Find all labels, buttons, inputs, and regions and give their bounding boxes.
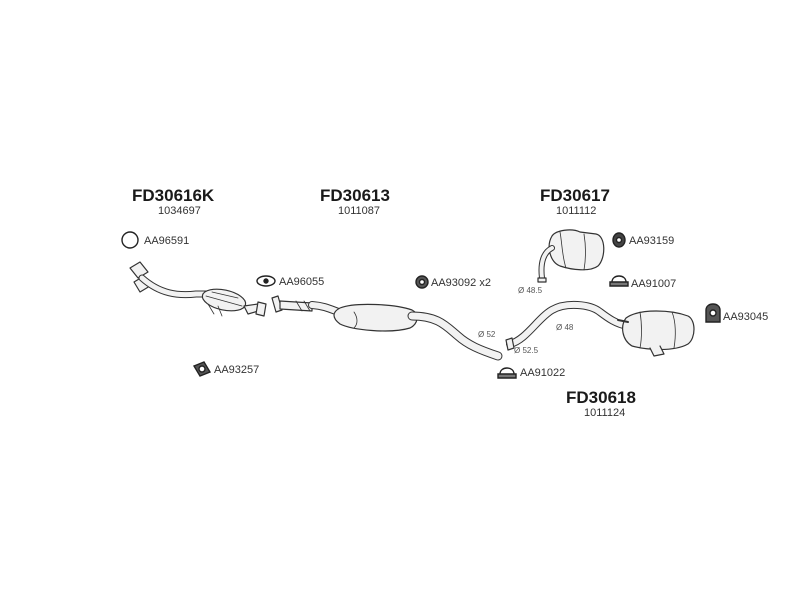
part-label: AA93159 [629, 235, 675, 247]
diameter-label: Ø 48 [556, 323, 574, 332]
flange-gasket-icon [256, 275, 276, 287]
assembly-number-centre-muffler: 1011112 [556, 205, 597, 217]
rubber-hanger-icon [415, 275, 429, 289]
part-label: AA93092 x2 [431, 277, 491, 289]
part-label: AA93257 [214, 364, 260, 376]
rear-pipe-muffler [505, 301, 695, 357]
intermediate-pipe-resonator [271, 295, 503, 361]
part-label: AA91022 [520, 367, 566, 379]
assembly-number-intermediate: 1011087 [338, 205, 381, 217]
u-bolt-clamp-icon [609, 275, 629, 287]
assembly-code-rear-muffler: FD30618 [566, 388, 636, 407]
diameter-label: Ø 52 [478, 330, 496, 339]
ring-clamp-icon [121, 231, 139, 249]
part-label: AA96055 [279, 276, 325, 288]
u-bolt-clamp-icon [497, 367, 517, 379]
centre-muffler [537, 229, 605, 283]
assembly-number-rear-muffler: 1011124 [584, 407, 626, 419]
assembly-code-front-pipe: FD30616K [132, 186, 215, 205]
diameter-label: Ø 48.5 [518, 286, 543, 295]
assembly-code-centre-muffler: FD30617 [540, 186, 610, 205]
rubber-mount-icon [192, 361, 212, 377]
part-label: AA93045 [723, 311, 769, 323]
part-label: AA91007 [631, 278, 677, 290]
assembly-number-front-pipe: 1034697 [158, 205, 201, 217]
front-pipe-catalyst [129, 261, 267, 317]
rubber-mount-icon [705, 303, 721, 323]
assembly-code-intermediate: FD30613 [320, 186, 390, 205]
diameter-label: Ø 52.5 [514, 346, 539, 355]
part-label: AA96591 [144, 235, 190, 247]
rubber-hanger-icon [612, 232, 626, 248]
